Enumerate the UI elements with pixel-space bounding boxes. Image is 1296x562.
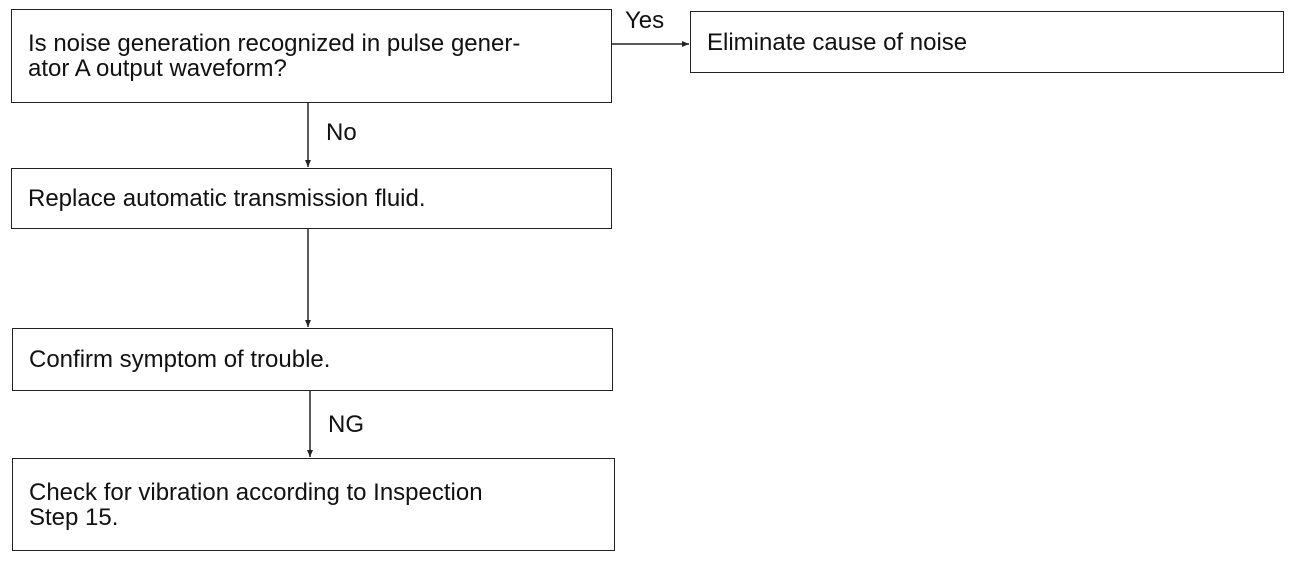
question-text: Is noise generation recognized in pulse …: [28, 30, 521, 82]
replace-fluid-box: Replace automatic transmission fluid.: [11, 168, 612, 229]
confirm-symptom-text: Confirm symptom of trouble.: [29, 346, 331, 373]
check-vibration-text: Check for vibration according to Inspect…: [29, 478, 483, 531]
confirm-symptom-box: Confirm symptom of trouble.: [12, 328, 613, 391]
replace-fluid-text: Replace automatic transmission fluid.: [28, 185, 426, 212]
ng-label: NG: [328, 411, 364, 438]
check-vibration-box: Check for vibration according to Inspect…: [12, 458, 615, 551]
eliminate-noise-text: Eliminate cause of noise: [707, 28, 968, 56]
yes-label: Yes: [625, 7, 665, 34]
no-label: No: [326, 119, 357, 146]
question-box: Is noise generation recognized in pulse …: [11, 9, 612, 103]
eliminate-noise-box: Eliminate cause of noise: [690, 11, 1284, 73]
